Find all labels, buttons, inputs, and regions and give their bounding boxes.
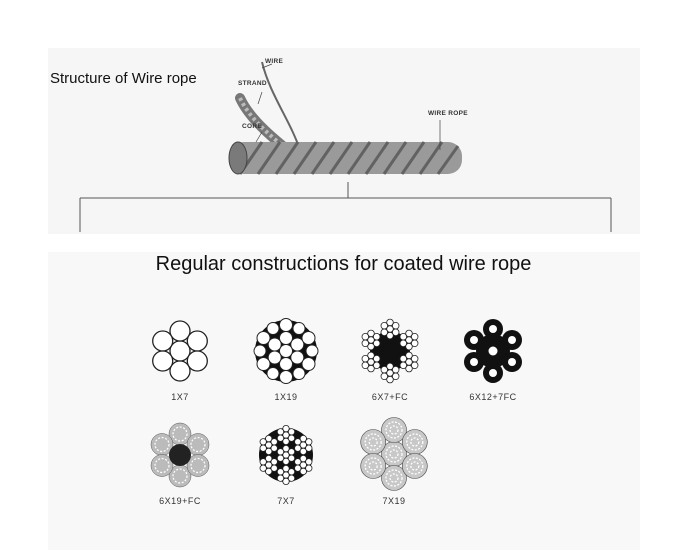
construction-label: 7X19 xyxy=(382,496,406,506)
cross-section-7x19-icon xyxy=(360,417,428,491)
callout-wire-rope: WIRE ROPE xyxy=(428,110,468,117)
construction-label: 6X12+7FC xyxy=(469,392,517,402)
rope-twist xyxy=(238,141,460,175)
construction-7x19: 7X19 xyxy=(344,416,444,506)
bracket-connector xyxy=(79,182,612,232)
construction-label: 6X19+FC xyxy=(159,496,201,506)
cross-section-1x19-icon xyxy=(253,318,319,384)
construction-label: 7X7 xyxy=(277,496,295,506)
construction-label: 1X7 xyxy=(171,392,189,402)
callout-strand: STRAND xyxy=(238,80,267,87)
construction-7x7: 7X7 xyxy=(236,422,336,506)
construction-1x7: 1X7 xyxy=(130,318,230,402)
callout-wire: WIRE xyxy=(265,58,284,65)
rope-structure-panel xyxy=(48,48,640,234)
callout-core: CORE xyxy=(242,123,262,130)
cross-section-6x19-fc-icon xyxy=(150,422,210,488)
construction-6x19-fc: 6X19+FC xyxy=(130,422,230,506)
construction-6x12-7fc: 6X12+7FC xyxy=(443,318,543,402)
construction-1x19: 1X19 xyxy=(236,318,336,402)
cross-section-6x7-fc-icon xyxy=(361,318,419,384)
cross-section-7x7-icon xyxy=(259,424,313,486)
cross-section-1x7-icon xyxy=(152,320,208,382)
construction-label: 6X7+FC xyxy=(371,392,409,402)
constructions-panel xyxy=(48,252,640,550)
construction-6x7-fc: 6X7+FC xyxy=(340,318,440,402)
rope-body xyxy=(230,142,462,174)
rope-end xyxy=(228,141,248,175)
structure-title: Structure of Wire rope xyxy=(50,70,197,87)
cross-section-6x12-7fc-icon xyxy=(464,319,522,383)
loose-wire xyxy=(261,61,301,151)
construction-label: 1X19 xyxy=(274,392,298,402)
constructions-heading: Regular constructions for coated wire ro… xyxy=(155,253,532,275)
